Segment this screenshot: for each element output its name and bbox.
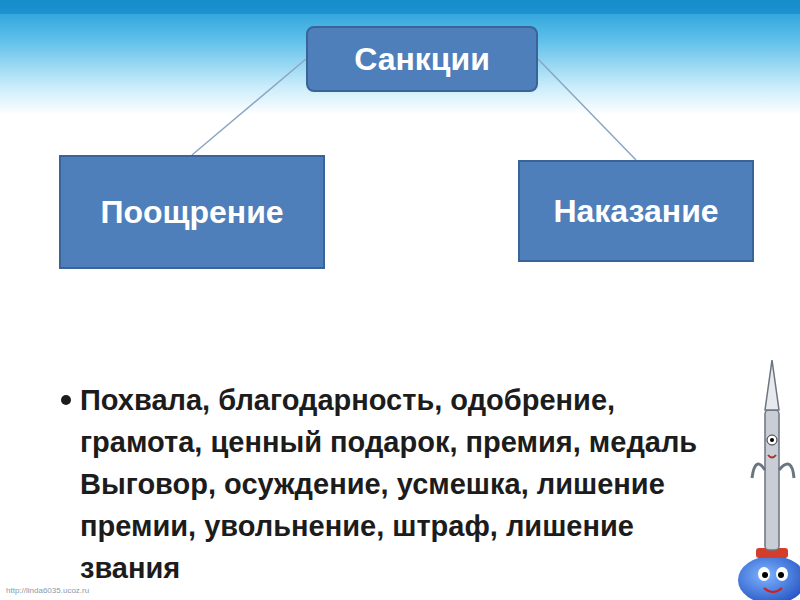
pen-character — [738, 360, 800, 600]
bullet-dot — [61, 395, 71, 405]
node-title: Санкции — [354, 40, 490, 78]
watermark: http://linda6035.ucoz.ru — [6, 586, 206, 595]
top-band — [0, 0, 800, 115]
bullet-text: Похвала, благодарность, одобрение, грамо… — [80, 379, 730, 589]
node-title: Наказание — [553, 192, 718, 230]
top-stripe — [0, 0, 800, 14]
node-title: Поощрение — [100, 193, 283, 231]
connector-line — [538, 59, 636, 160]
punishment-box: Наказание — [518, 160, 754, 262]
connector-line — [192, 59, 306, 155]
root-box: Санкции — [306, 26, 538, 92]
reward-box: Поощрение — [59, 155, 325, 269]
